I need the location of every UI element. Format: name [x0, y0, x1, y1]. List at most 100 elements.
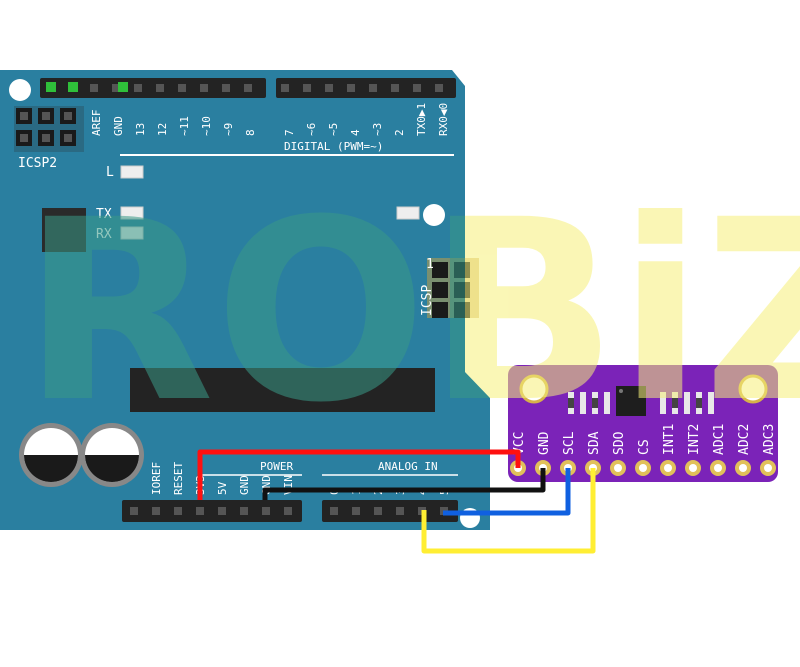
header-led — [118, 82, 128, 92]
header-pin — [244, 84, 252, 92]
module-pin-label: ADC2 — [737, 424, 752, 455]
wire-a4-to-sda — [421, 468, 596, 554]
digital-pin-label: ~5 — [327, 123, 340, 136]
analog-header — [322, 500, 458, 522]
icsp-label: ICSP — [420, 285, 435, 316]
module-pin-hole — [639, 464, 647, 472]
header-pin — [281, 84, 289, 92]
header-pin — [240, 507, 248, 515]
header-led — [68, 82, 78, 92]
digital-pin-label: 12 — [156, 123, 169, 136]
usb-chip — [42, 208, 86, 252]
header-pin — [178, 84, 186, 92]
led-on-label: ON — [424, 207, 440, 222]
header-pin — [303, 84, 311, 92]
header-pin — [284, 507, 292, 515]
led-l — [120, 165, 144, 179]
header-pin — [262, 507, 270, 515]
icsp-pin1-label: 1 — [426, 257, 434, 272]
module-pin-label: SDA — [587, 431, 602, 455]
module-pin-label: INT2 — [687, 424, 702, 455]
digital-pin-label: TX0▶1 — [415, 103, 428, 136]
wire-3v3-to-vcc — [197, 449, 521, 500]
module-pin-label: VCC — [512, 432, 527, 455]
module-pin-label: CS — [637, 439, 652, 455]
digital-header-left — [40, 78, 266, 98]
mounting-hole — [9, 79, 31, 101]
digital-pin-label: 4 — [349, 129, 362, 136]
header-pin — [413, 84, 421, 92]
header-pin — [218, 507, 226, 515]
digital-pin-label: GND — [112, 116, 125, 136]
power-pin-label: IOREF — [150, 462, 163, 495]
header-pin — [325, 84, 333, 92]
module-pin-label: INT1 — [662, 424, 677, 455]
power-header — [122, 500, 302, 522]
digital-pin-label: ~10 — [200, 116, 213, 136]
header-pin — [130, 507, 138, 515]
module-pin-hole — [614, 464, 622, 472]
header-led — [46, 82, 56, 92]
led-tx — [120, 206, 144, 220]
icsp2-label: ICSP2 — [18, 156, 57, 171]
digital-pin-label: 8 — [244, 129, 257, 136]
header-pin — [369, 84, 377, 92]
watermark: ROBiZ ROBiZ — [22, 166, 800, 457]
module-pin-label: SDO — [612, 431, 627, 455]
microcontroller-chip — [130, 368, 435, 412]
module-mounting-hole — [738, 374, 768, 404]
header-pin — [134, 84, 142, 92]
header-pin — [90, 84, 98, 92]
digital-pin-label: 2 — [393, 129, 406, 136]
header-pin — [435, 84, 443, 92]
digital-pin-label: RX0◀0 — [437, 103, 450, 136]
digital-pin-label: ~3 — [371, 123, 384, 136]
digital-header-label: DIGITAL (PWM=~) — [284, 140, 383, 153]
power-pin-label: 5V — [216, 481, 229, 495]
power-pin-label: RESET — [172, 462, 185, 495]
header-pin — [174, 507, 182, 515]
led-l-label: L — [106, 165, 114, 180]
led-on — [396, 206, 420, 220]
header-pin — [391, 84, 399, 92]
wire-gnd-to-gnd — [262, 468, 546, 500]
header-pin — [330, 507, 338, 515]
wires — [197, 449, 596, 554]
digital-pin-label: ~9 — [222, 123, 235, 136]
header-pin — [200, 84, 208, 92]
arduino-pcb — [0, 70, 490, 530]
digital-pin-label: 7 — [283, 129, 296, 136]
module-pin-hole — [764, 464, 772, 472]
module-pin-hole — [689, 464, 697, 472]
module-pin-hole — [739, 464, 747, 472]
capacitor — [80, 423, 144, 487]
watermark-text: ROBiZ — [22, 166, 800, 457]
power-header-label: POWER — [260, 460, 293, 473]
module-mounting-hole — [519, 374, 549, 404]
led-rx-label: RX — [96, 227, 112, 242]
icsp-header — [427, 258, 479, 318]
header-pin — [396, 507, 404, 515]
digital-pin-label: ~11 — [178, 116, 191, 136]
analog-header-label: ANALOG IN — [378, 460, 438, 473]
icsp2-header — [14, 106, 84, 152]
module-pin-label: GND — [537, 431, 552, 455]
header-pin — [374, 507, 382, 515]
header-pin — [156, 84, 164, 92]
power-pin-label: GND — [238, 475, 251, 495]
header-pin — [112, 84, 120, 92]
led-rx — [120, 226, 144, 240]
module-pin-label: ADC1 — [712, 424, 727, 455]
header-pin — [152, 507, 160, 515]
header-pin — [352, 507, 360, 515]
header-pin — [196, 507, 204, 515]
digital-pin-label: ~6 — [305, 123, 318, 136]
wire-a5-to-scl — [443, 468, 571, 516]
mounting-hole — [423, 204, 445, 226]
module-pin-label: ADC3 — [762, 424, 777, 455]
digital-pin-label: AREF — [90, 110, 103, 137]
module-smd-components — [568, 392, 714, 414]
